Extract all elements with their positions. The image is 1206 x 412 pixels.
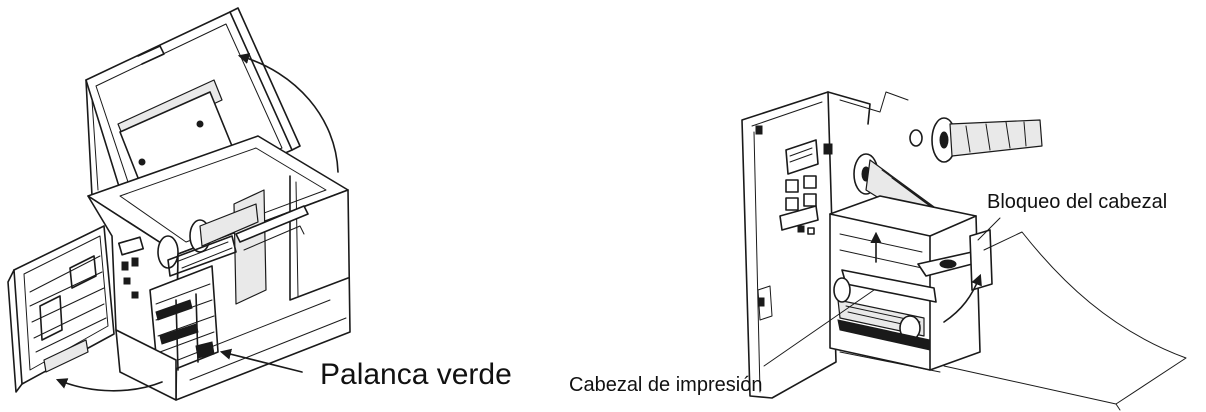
print-head-leader-line: [763, 289, 875, 367]
head-lock-label: Bloqueo del cabezal: [987, 191, 1167, 213]
open-side-door: [7, 225, 115, 393]
right-printhead-illustration: [741, 91, 1187, 411]
print-head-label: Cabezal de impresión: [569, 374, 762, 396]
print-head-mechanism: [829, 195, 993, 371]
printer-cabinet: [87, 135, 351, 401]
lid-open-arrow: [237, 53, 339, 173]
door-open-arrow: [55, 378, 163, 392]
green-lever-leader-arrow: [219, 348, 303, 373]
left-printer-illustration: [7, 7, 351, 401]
head-lock-leader-line: [977, 217, 1001, 241]
green-lever-label: Palanca verde: [320, 358, 512, 391]
